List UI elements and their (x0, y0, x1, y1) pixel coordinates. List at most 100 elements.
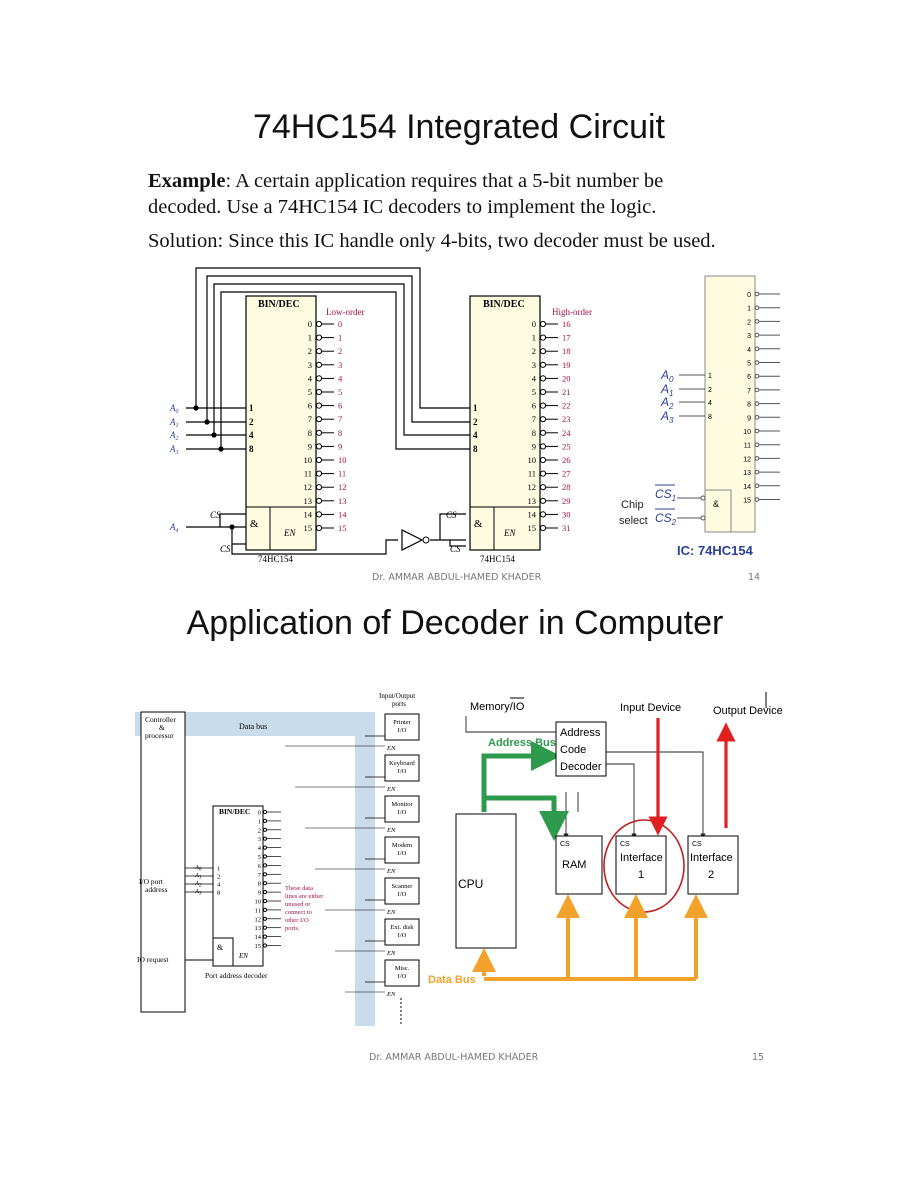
address-wires (186, 267, 470, 555)
ic-input-weight: 8 (708, 414, 712, 421)
output-label: 17 (562, 333, 571, 343)
input-weight: 1 (249, 403, 254, 413)
output-pin-number: 9 (308, 441, 312, 451)
example-text-2: decoded. Use a 74HC154 IC decoders to im… (148, 196, 657, 218)
port-output-bubble (262, 818, 268, 823)
output-label: 10 (338, 455, 347, 465)
controller-label: Controller (145, 715, 176, 724)
io-port-box (384, 918, 420, 946)
output-pin-number: 13 (304, 496, 313, 506)
ic-output-number: 2 (747, 319, 751, 326)
output-label: 5 (338, 387, 342, 397)
port-output-bubble (262, 898, 268, 904)
output-label: 28 (562, 482, 571, 492)
example-text: : A certain application requires that a … (225, 170, 664, 192)
ic-output-number: 11 (744, 443, 751, 450)
io-port-label: I/O port (139, 877, 164, 886)
ic-input-label: A3 (660, 409, 674, 425)
ic-output-number: 9 (747, 415, 751, 422)
left-and-box (245, 506, 271, 551)
port-output-bubble (262, 836, 268, 841)
right-and-box (469, 506, 495, 551)
ic-output-number: 14 (743, 484, 751, 491)
output-bubble (539, 456, 547, 464)
port-output-bubble (262, 854, 268, 859)
io-port-name: Misc. (395, 965, 410, 972)
ic-input-label: A2 (660, 395, 674, 411)
right-and-label: & (474, 518, 483, 530)
output-bubble (539, 320, 547, 328)
solution-paragraph: Solution: Since this IC handle only 4-bi… (148, 230, 716, 252)
decoder-text-line: Code (560, 744, 586, 756)
port-output-bubble (262, 934, 268, 939)
ic-cs2-label: CS2 (655, 511, 677, 527)
port-output-bubble (262, 809, 268, 815)
controller-box (140, 711, 186, 1013)
output-label: 29 (562, 496, 571, 506)
port-output-number: 12 (255, 916, 262, 923)
port-weight: 1 (217, 866, 220, 873)
output-label: 12 (338, 482, 347, 492)
input-weight: 2 (249, 417, 254, 427)
right-decoder-body (469, 295, 541, 551)
input-weight: 8 (473, 444, 478, 454)
output-bubble (539, 511, 547, 518)
port-weight: 2 (217, 874, 220, 881)
ic-output-number: 0 (747, 292, 751, 299)
output-label: 3 (338, 360, 342, 370)
port-output-number: 15 (255, 943, 262, 950)
right-en-label: EN (503, 528, 516, 538)
ic-output-number: 6 (747, 374, 751, 381)
output-bubble (539, 429, 547, 436)
io-port-box (384, 754, 420, 782)
output-label: 0 (338, 319, 342, 329)
port-output-number: 7 (258, 872, 262, 879)
port-weight: 4 (217, 882, 221, 889)
low-order-label: Low-order (326, 307, 364, 317)
ic-output-number: 13 (743, 470, 751, 477)
left-cs2-label: CS (220, 544, 231, 554)
ram-box (555, 835, 603, 895)
output-bubble (539, 361, 547, 368)
output-pin-number: 7 (532, 414, 536, 424)
port-output-bubble (262, 827, 268, 832)
io-port-name: Modem (392, 842, 412, 849)
right-decoder-label: BIN/DEC (483, 299, 525, 310)
output-label: 21 (562, 387, 571, 397)
output-label: 14 (338, 509, 347, 519)
slide14-title: 74HC154 Integrated Circuit (252, 108, 665, 146)
io-port-io: I/O (398, 809, 407, 816)
io-port-io: I/O (398, 891, 407, 898)
output-pin-number: 3 (532, 360, 536, 370)
output-pin-number: 6 (308, 401, 312, 411)
output-label: 2 (338, 346, 342, 356)
inverter-bubble (422, 536, 430, 544)
port-address-label: A0 (194, 864, 202, 873)
port-output-number: 11 (255, 907, 261, 914)
port-output-number: 9 (258, 890, 261, 897)
ic-output-bubble (754, 346, 760, 352)
device-arrows (648, 718, 736, 836)
port-output-number: 14 (255, 934, 262, 941)
output-bubble (539, 348, 547, 355)
output-bubble (539, 375, 547, 382)
output-pin-number: 6 (532, 401, 536, 411)
interface1-cs: CS (620, 841, 630, 848)
output-bubble (539, 497, 547, 504)
example-label: Example (148, 170, 226, 192)
output-bubble (315, 361, 323, 368)
ic-output-bubble (754, 373, 760, 379)
memory-io-label: Memory/IO (470, 701, 525, 713)
left-en-label: EN (283, 528, 296, 538)
ic-cs1-label: CS1 (655, 487, 676, 503)
ic-output-bubble (754, 291, 760, 297)
port-bindec-label: BIN/DEC (219, 807, 250, 816)
output-label: 13 (338, 496, 347, 506)
io-port-io: I/O (398, 850, 407, 857)
output-bubble (315, 524, 323, 532)
ic-output-bubble (754, 497, 760, 502)
